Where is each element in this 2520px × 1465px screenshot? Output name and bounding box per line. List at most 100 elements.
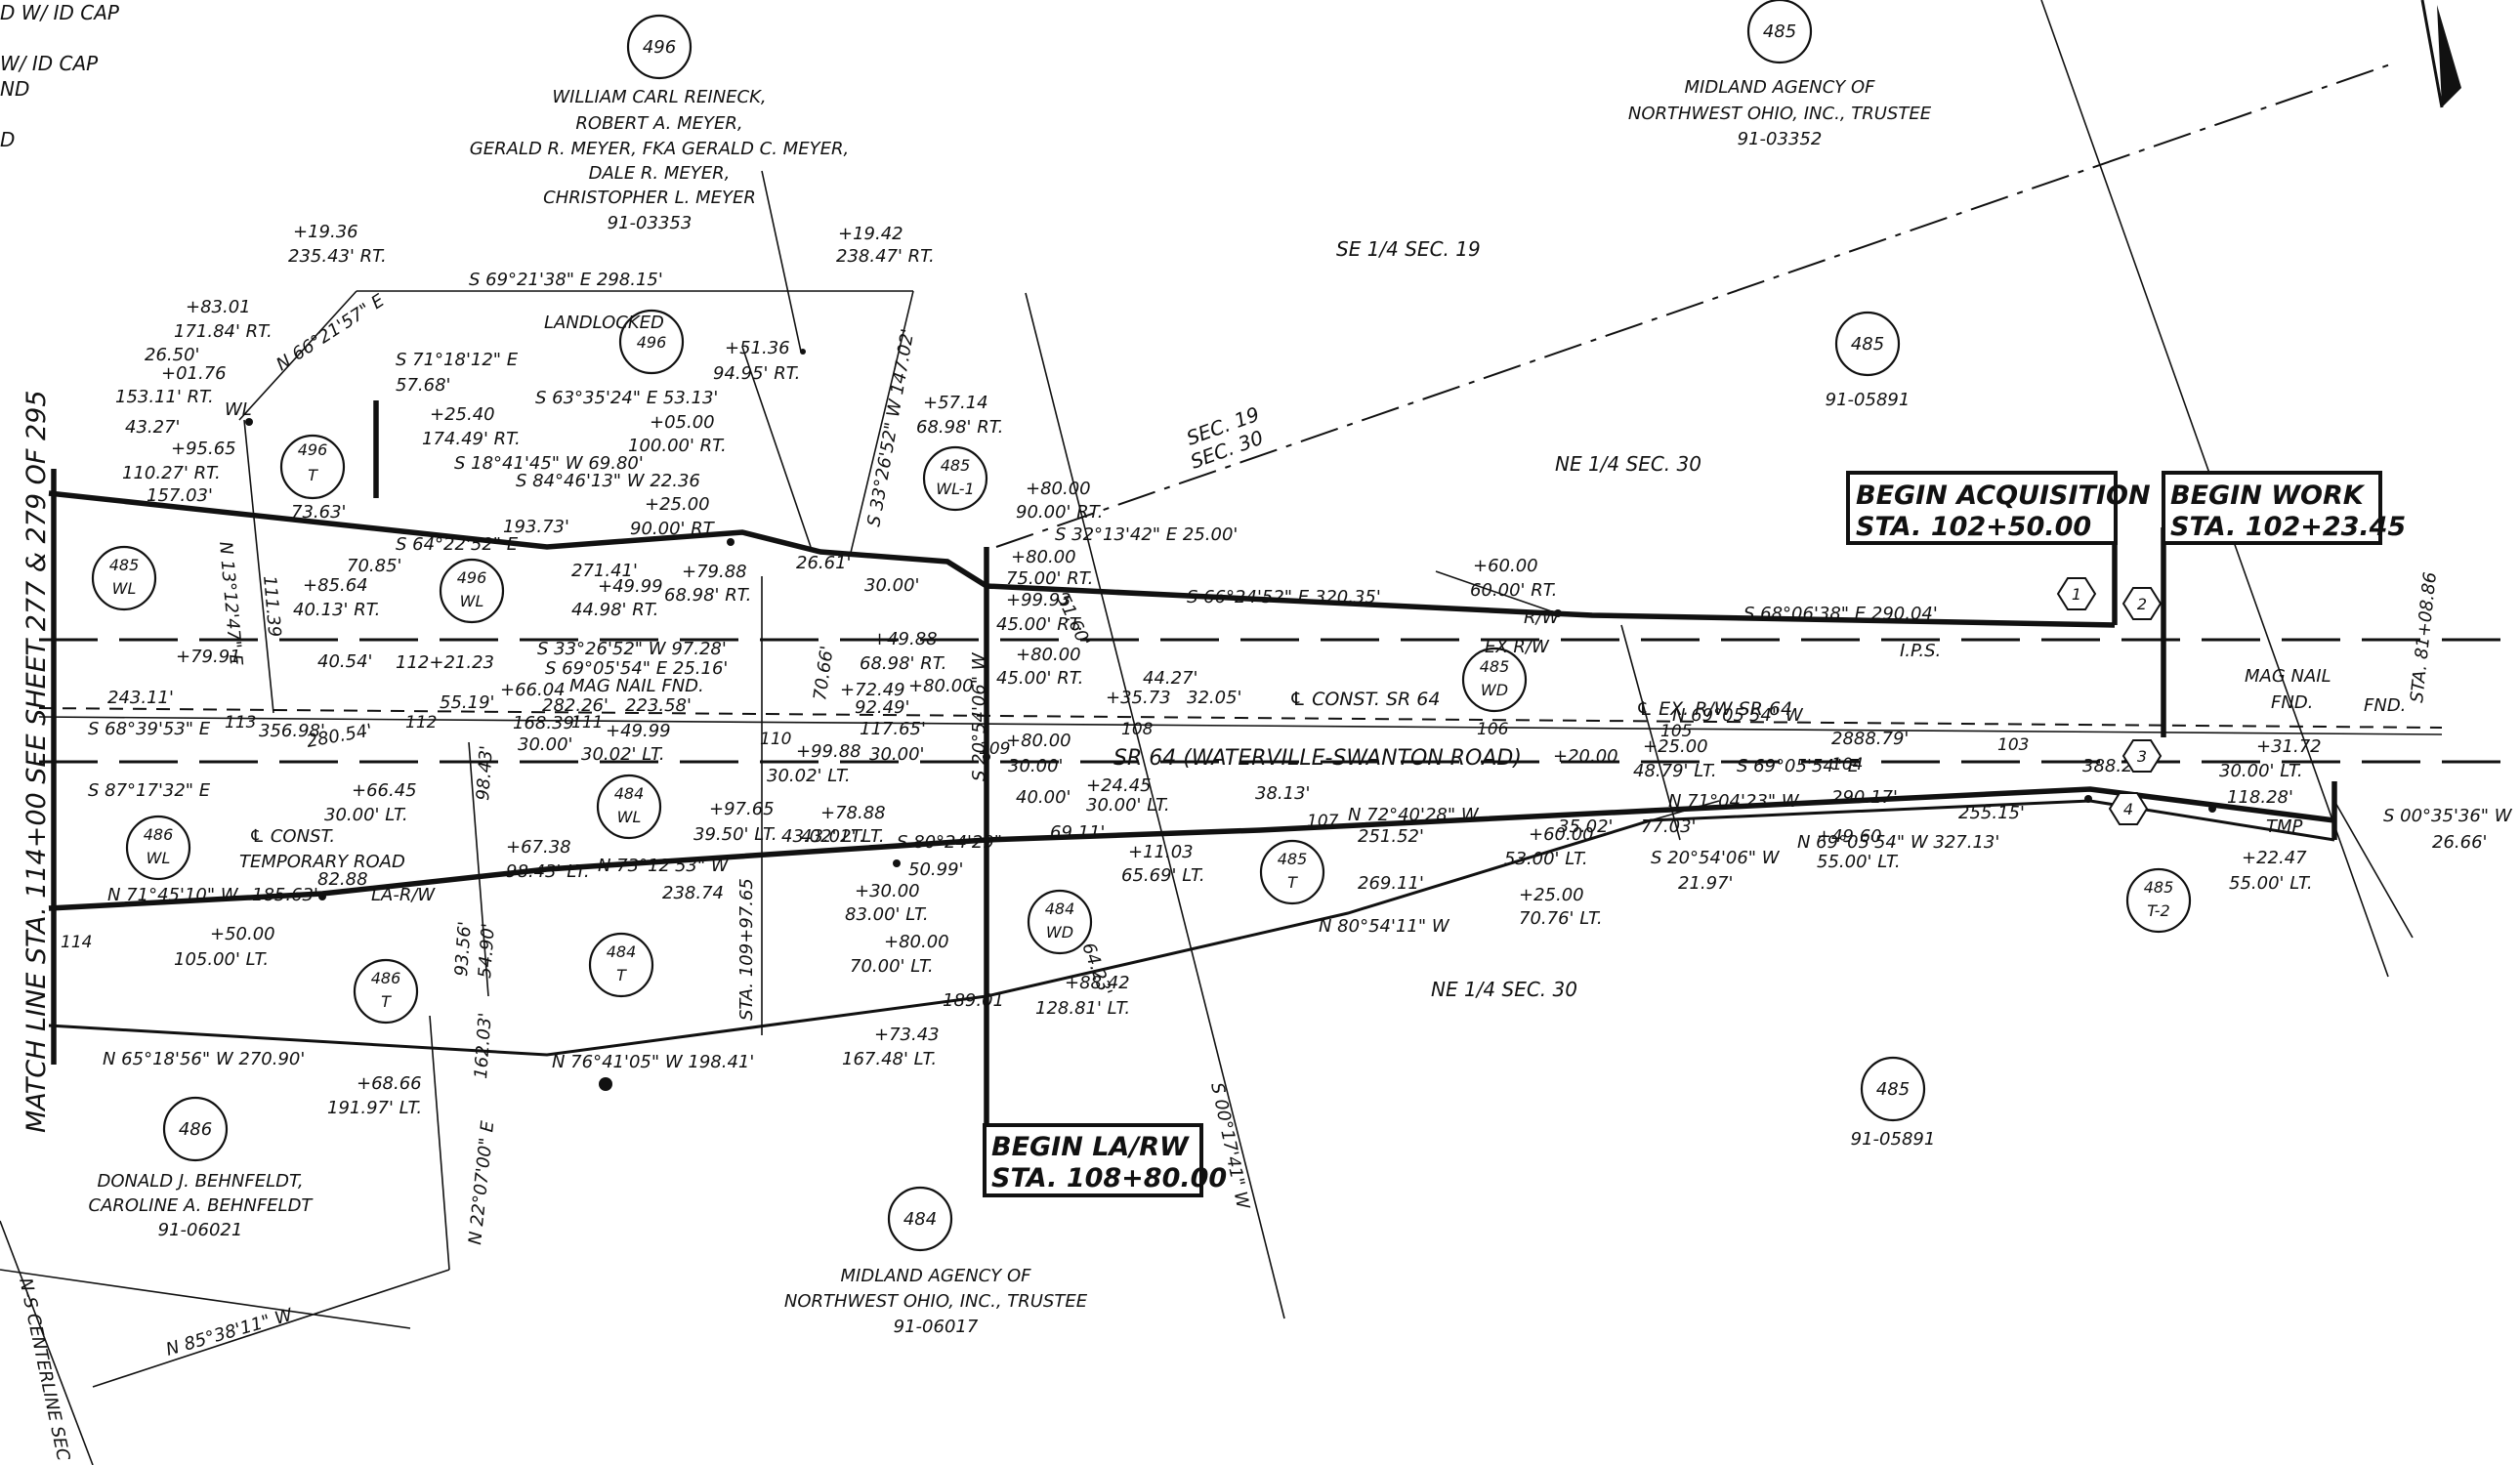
svg-text:S 68°39'53" E: S 68°39'53" E <box>88 719 211 739</box>
svg-text:91-03352: 91-03352 <box>1738 129 1823 149</box>
svg-text:N 85°38'11" W: N 85°38'11" W <box>164 1304 296 1360</box>
svg-text:98.43' LT.: 98.43' LT. <box>506 861 590 882</box>
svg-text:38.13': 38.13' <box>1255 783 1310 804</box>
svg-text:70.00' LT.: 70.00' LT. <box>850 956 934 977</box>
svg-text:N 66°21'57" E: N 66°21'57" E <box>273 290 389 375</box>
svg-text:223.58': 223.58' <box>625 695 692 716</box>
svg-text:BEGIN WORK: BEGIN WORK <box>2170 481 2366 511</box>
svg-text:40.00': 40.00' <box>1016 787 1071 808</box>
point-marker: 3 <box>2121 739 2163 773</box>
svg-text:S 69°05'54" E 25.16': S 69°05'54" E 25.16' <box>545 658 728 679</box>
svg-text:93.56': 93.56' <box>451 921 476 978</box>
svg-text:92.49': 92.49' <box>855 697 909 718</box>
legend-fragments: D W/ ID CAP W/ ID CAP ND D <box>0 1 120 151</box>
parcel-485-top: 485 MIDLAND AGENCY OF NORTHWEST OHIO, IN… <box>1628 0 1932 149</box>
svg-text:90.00' RT.: 90.00' RT. <box>1016 502 1103 523</box>
svg-text:40.13' RT.: 40.13' RT. <box>293 600 380 620</box>
svg-text:+20.00: +20.00 <box>1553 746 1618 767</box>
svg-text:485: 485 <box>2144 878 2174 897</box>
svg-text:91-03353: 91-03353 <box>608 213 693 233</box>
svg-text:105: 105 <box>1660 722 1692 741</box>
svg-text:S 20°54'06" W: S 20°54'06" W <box>1651 848 1781 868</box>
svg-text:70.76' LT.: 70.76' LT. <box>1519 908 1603 929</box>
svg-text:+78.88: +78.88 <box>820 803 886 823</box>
svg-text:STA. 108+80.00: STA. 108+80.00 <box>991 1163 1227 1193</box>
svg-text:S 69°21'38" E 298.15': S 69°21'38" E 298.15' <box>469 270 663 290</box>
svg-text:45.00' RT.: 45.00' RT. <box>996 614 1083 635</box>
svg-text:68.98' RT.: 68.98' RT. <box>916 417 1003 438</box>
svg-text:30.00' LT.: 30.00' LT. <box>324 805 408 825</box>
svg-text:S 87°17'32" E: S 87°17'32" E <box>88 780 211 801</box>
svg-text:174.49' RT.: 174.49' RT. <box>422 429 521 449</box>
match-line-label: MATCH LINE STA. 114+00 SEE SHEET 277 & 2… <box>21 390 52 1133</box>
svg-text:171.84' RT.: 171.84' RT. <box>174 321 273 342</box>
svg-text:+80.00: +80.00 <box>1006 731 1071 751</box>
svg-text:+85.64: +85.64 <box>303 575 368 596</box>
svg-text:114: 114 <box>61 933 92 952</box>
svg-text:+60.00: +60.00 <box>1529 824 1594 845</box>
svg-text:484: 484 <box>607 942 637 961</box>
svg-text:112+21.23: 112+21.23 <box>396 652 494 673</box>
parcel-486-bottom: 486 DONALD J. BEHNFELDT, CAROLINE A. BEH… <box>89 1096 314 1240</box>
svg-text:73.63': 73.63' <box>291 502 346 523</box>
svg-text:486: 486 <box>144 825 174 844</box>
svg-text:110.27' RT.: 110.27' RT. <box>122 463 221 483</box>
svg-text:S 64°22'52" E: S 64°22'52" E <box>396 534 519 555</box>
svg-text:+97.65: +97.65 <box>709 799 775 819</box>
svg-text:WL: WL <box>617 808 642 826</box>
svg-text:104: 104 <box>1831 755 1863 774</box>
svg-text:N 72°40'28" W: N 72°40'28" W <box>1348 805 1480 825</box>
svg-text:77.03': 77.03' <box>1641 816 1696 837</box>
road-labels: SR 64 (WATERVILLE-SWANTON ROAD) ℄ CONST.… <box>239 689 1792 872</box>
svg-text:+99.88: +99.88 <box>796 741 861 762</box>
svg-text:S 32°13'42" E 25.00': S 32°13'42" E 25.00' <box>1055 524 1238 545</box>
svg-text:189.01: 189.01 <box>943 990 1004 1011</box>
begin-work-callout: BEGIN WORK STA. 102+23.45 <box>2162 471 2406 545</box>
svg-text:+25.00: +25.00 <box>645 494 710 515</box>
svg-text:484: 484 <box>1045 900 1075 918</box>
svg-text:30.00' LT.: 30.00' LT. <box>1086 795 1170 816</box>
point-markers: 1 2 3 4 <box>2056 577 2163 825</box>
svg-text:30.02' LT.: 30.02' LT. <box>581 744 665 765</box>
svg-text:485: 485 <box>1480 657 1510 676</box>
svg-text:WD: WD <box>1046 923 1073 942</box>
svg-text:NE 1/4 SEC. 30: NE 1/4 SEC. 30 <box>1431 978 1577 1001</box>
svg-text:94.95' RT.: 94.95' RT. <box>713 363 800 384</box>
svg-text:STA. 81+08.86: STA. 81+08.86 <box>2407 571 2441 704</box>
centerline-label: N-S CENTERLINE SEC <box>15 1277 73 1463</box>
svg-text:S 80°24'29": S 80°24'29" <box>897 832 1002 853</box>
svg-text:WL: WL <box>225 399 252 420</box>
svg-text:106: 106 <box>1477 720 1509 739</box>
svg-text:TEMPORARY ROAD: TEMPORARY ROAD <box>239 852 405 872</box>
svg-text:243.11': 243.11' <box>107 688 174 708</box>
point-marker: 2 <box>2121 587 2163 620</box>
svg-text:110: 110 <box>760 730 791 749</box>
svg-text:282.26': 282.26' <box>542 695 609 716</box>
parcel-tag: 496 <box>618 309 685 375</box>
north-arrow-icon <box>2420 0 2461 108</box>
svg-text:ROBERT A. MEYER,: ROBERT A. MEYER, <box>575 113 742 134</box>
svg-text:484: 484 <box>614 784 645 803</box>
svg-text:26.66': 26.66' <box>2432 832 2487 853</box>
svg-text:107: 107 <box>1307 812 1339 831</box>
svg-text:496: 496 <box>457 568 487 587</box>
svg-text:356.98': 356.98' <box>259 721 325 741</box>
svg-text:WL: WL <box>112 579 137 598</box>
svg-text:50.99': 50.99' <box>908 859 963 880</box>
svg-text:43.02' LT.: 43.02' LT. <box>781 826 865 847</box>
svg-text:D W/ ID CAP: D W/ ID CAP <box>0 1 120 24</box>
svg-text:+72.49: +72.49 <box>840 680 905 700</box>
svg-text:193.73': 193.73' <box>503 517 569 537</box>
svg-text:NE 1/4 SEC. 30: NE 1/4 SEC. 30 <box>1555 452 1701 476</box>
svg-text:496: 496 <box>643 37 676 58</box>
svg-text:100.00' RT.: 100.00' RT. <box>628 436 727 456</box>
svg-text:+31.72: +31.72 <box>2256 736 2322 757</box>
svg-text:290.17': 290.17' <box>1831 787 1898 808</box>
svg-text:68.98' RT.: 68.98' RT. <box>860 653 946 674</box>
svg-text:N 76°41'05" W 198.41': N 76°41'05" W 198.41' <box>552 1052 754 1072</box>
